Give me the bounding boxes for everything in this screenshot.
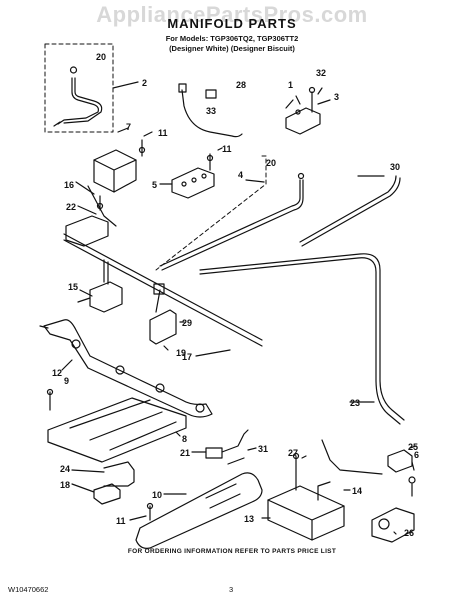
callout-9: 9 [64, 376, 69, 386]
terminal-block-5 [171, 167, 215, 199]
clip-25 [387, 449, 413, 473]
callout-19: 19 [176, 348, 186, 358]
callout-12: 12 [52, 368, 62, 378]
callout-5: 5 [152, 180, 157, 190]
valve-22 [65, 215, 109, 247]
valve-15 [89, 281, 123, 313]
callout-14: 14 [352, 486, 362, 496]
callout-32: 32 [316, 68, 326, 78]
callout-22: 22 [66, 202, 76, 212]
ordering-footer: FOR ORDERING INFORMATION REFER TO PARTS … [127, 548, 337, 555]
callout-27: 27 [288, 448, 298, 458]
callout-4: 4 [238, 170, 243, 180]
burner-tube-10 [135, 472, 263, 549]
callout-10: 10 [152, 490, 162, 500]
orifice-holder-13 [267, 485, 345, 541]
callout-8: 8 [182, 434, 187, 444]
callout-23: 23 [350, 398, 360, 408]
bracket-24 [103, 461, 135, 487]
callout-13: 13 [244, 514, 254, 524]
valve-6 [371, 507, 415, 543]
callout-29: 29 [182, 318, 192, 328]
wire-31 [221, 429, 249, 453]
model-subtitle: For Models: TGP306TQ2, TGP306TT2 [165, 34, 299, 43]
cap-28 [205, 89, 217, 99]
callout-16: 16 [64, 180, 74, 190]
callout-21: 21 [180, 448, 190, 458]
callout-2: 2 [142, 78, 147, 88]
tube-30 [299, 175, 397, 243]
callout-31: 31 [258, 444, 268, 454]
tube-2 [57, 77, 99, 125]
callout-11a: 11 [158, 128, 168, 138]
watermark: AppliancePartsPros.com [96, 2, 368, 27]
callout-20a: 20 [96, 52, 106, 62]
callout-33: 33 [206, 106, 216, 116]
manifold-pipe-17 [63, 233, 263, 341]
callout-3: 3 [334, 92, 339, 102]
tube-4 [159, 179, 301, 267]
page-number: 3 [229, 585, 234, 594]
callout-11c: 11 [116, 516, 126, 526]
callout-15: 15 [68, 282, 78, 292]
callout-17: 17 [182, 352, 192, 362]
callout-20b: 20 [266, 158, 276, 168]
electrode-21 [205, 447, 223, 459]
callout-24: 24 [60, 464, 70, 474]
bracket-19 [149, 309, 177, 345]
callout-18: 18 [60, 480, 70, 490]
bracket-3 [285, 107, 321, 135]
color-subtitle: (Designer White) (Designer Biscuit) [169, 44, 295, 53]
burner-12 [43, 319, 213, 418]
callout-7: 7 [126, 122, 131, 132]
callout-30: 30 [390, 162, 400, 172]
detail-box-4 [155, 155, 267, 271]
callout-1: 1 [288, 80, 293, 90]
clip-18 [93, 483, 121, 505]
tube-23 [199, 253, 405, 421]
callout-28: 28 [236, 80, 246, 90]
page-title: MANIFOLD PARTS [167, 16, 297, 31]
callout-6: 6 [414, 450, 419, 460]
callout-11b: 11 [222, 144, 232, 154]
wire-33 [181, 89, 243, 138]
callout-25: 25 [408, 442, 418, 452]
callout-26: 26 [404, 528, 414, 538]
module-7 [93, 149, 137, 193]
shield-8 [47, 397, 187, 463]
document-number: W10470662 [8, 585, 49, 594]
